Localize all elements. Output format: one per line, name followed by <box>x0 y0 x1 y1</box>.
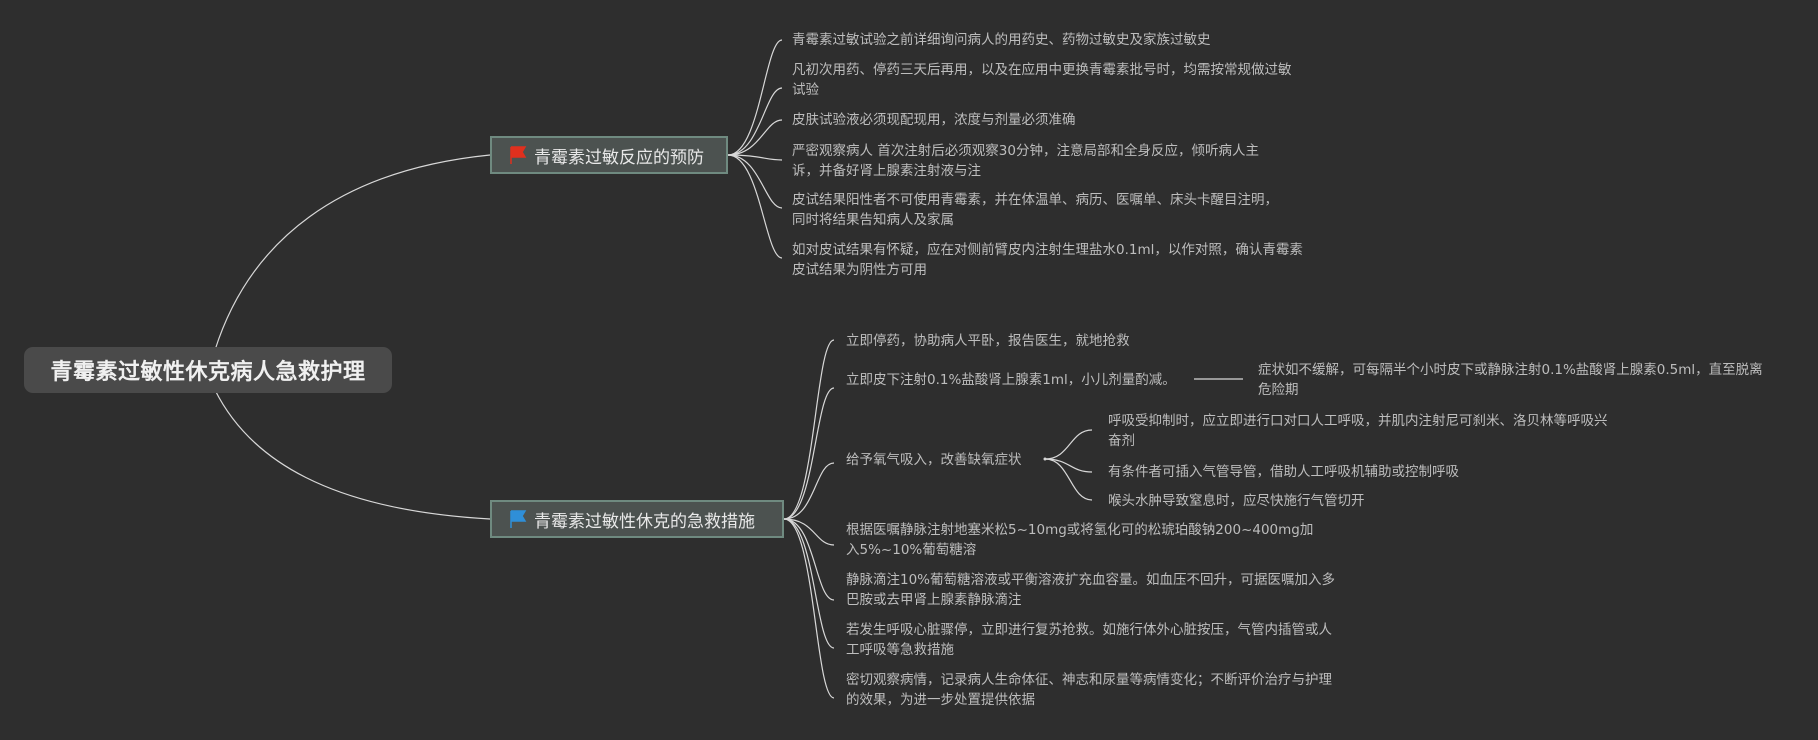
emergency-item-6[interactable]: 若发生呼吸心脏骤停，立即进行复苏抢救。如施行体外心脏按压，气管内插管或人工呼吸等… <box>846 622 1332 658</box>
branch-prevention-label: 青霉素过敏反应的预防 <box>534 147 704 168</box>
prevention-item-6[interactable]: 如对皮试结果有怀疑，应在对侧前臂皮内注射生理盐水0.1ml，以作对照，确认青霉素… <box>792 242 1303 278</box>
emergency-item-7[interactable]: 密切观察病情，记录病人生命体征、神志和尿量等病情变化；不断评价治疗与护理的效果，… <box>846 672 1332 708</box>
emergency-item-3[interactable]: 给予氧气吸入，改善缺氧症状 <box>846 452 1022 468</box>
oxygen-subitem-2[interactable]: 有条件者可插入气管导管，借助人工呼吸机辅助或控制呼吸 <box>1108 464 1459 480</box>
prevention-item-1[interactable]: 青霉素过敏试验之前详细询问病人的用药史、药物过敏史及家族过敏史 <box>792 32 1211 48</box>
red-flag-icon <box>508 145 528 165</box>
emergency-item-2[interactable]: 立即皮下注射0.1%盐酸肾上腺素1ml，小儿剂量酌减。 <box>846 372 1176 388</box>
emergency-item-5[interactable]: 静脉滴注10%葡萄糖溶液或平衡溶液扩充血容量。如血压不回升，可据医嘱加入多巴胺或… <box>846 572 1336 608</box>
epinephrine-followup[interactable]: 症状如不缓解，可每隔半个小时皮下或静脉注射0.1%盐酸肾上腺素0.5ml，直至脱… <box>1258 362 1763 398</box>
branch-emergency-label: 青霉素过敏性休克的急救措施 <box>534 511 755 532</box>
oxygen-subitem-3[interactable]: 喉头水肿导致窒息时，应尽快施行气管切开 <box>1108 493 1365 509</box>
emergency-item-4[interactable]: 根据医嘱静脉注射地塞米松5~10mg或将氢化可的松琥珀酸钠200~400mg加入… <box>846 522 1314 558</box>
blue-flag-icon <box>508 509 528 529</box>
branch-prevention[interactable]: 青霉素过敏反应的预防 <box>490 136 728 174</box>
prevention-item-3[interactable]: 皮肤试验液必须现配现用，浓度与剂量必须准确 <box>792 112 1076 128</box>
oxygen-subitem-1[interactable]: 呼吸受抑制时，应立即进行口对口人工呼吸，并肌内注射尼可刹米、洛贝林等呼吸兴奋剂 <box>1108 413 1608 449</box>
emergency-item-1[interactable]: 立即停药，协助病人平卧，报告医生，就地抢救 <box>846 333 1130 349</box>
prevention-item-4[interactable]: 严密观察病人 首次注射后必须观察30分钟，注意局部和全身反应，倾听病人主诉，并备… <box>792 143 1259 179</box>
branch-emergency[interactable]: 青霉素过敏性休克的急救措施 <box>490 500 784 538</box>
root-topic[interactable]: 青霉素过敏性休克病人急救护理 <box>24 347 392 393</box>
prevention-item-5[interactable]: 皮试结果阳性者不可使用青霉素，并在体温单、病历、医嘱单、床头卡醒目注明，同时将结… <box>792 192 1278 228</box>
prevention-item-2[interactable]: 凡初次用药、停药三天后再用，以及在应用中更换青霉素批号时，均需按常规做过敏试验 <box>792 62 1292 98</box>
